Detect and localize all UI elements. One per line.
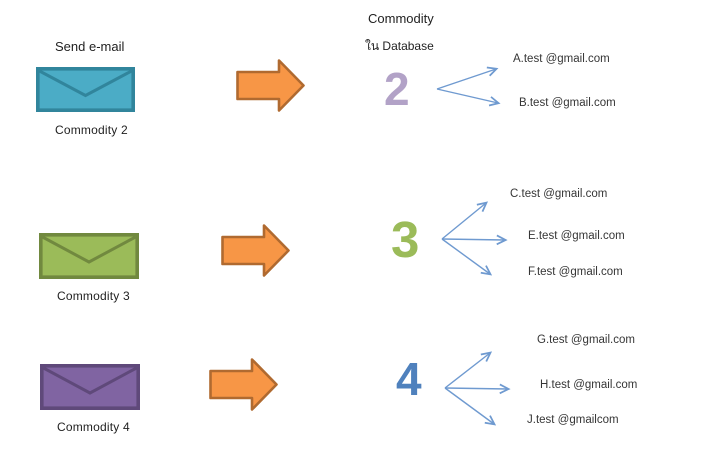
send-email-header: Send e-mail	[55, 39, 125, 54]
envelope-icon-commodity-3	[38, 232, 140, 280]
db-number-3: 3	[391, 211, 420, 268]
connector-line	[441, 238, 490, 274]
envelope-icon-commodity-2	[35, 66, 136, 113]
block-arrow-icon-row2	[221, 224, 290, 277]
connector-line	[444, 353, 490, 389]
db-number-2: 2	[384, 63, 410, 115]
connector-fan-row3	[444, 345, 519, 431]
connector-line	[436, 88, 498, 103]
block-arrow-shape	[221, 224, 290, 277]
email-c: C.test @gmail.com	[510, 188, 608, 200]
email-b: B.test @gmail.com	[519, 97, 616, 109]
email-h: H.test @gmail.com	[540, 379, 638, 391]
email-j: J.test @gmailcom	[527, 414, 619, 426]
envelope-body	[38, 232, 140, 280]
connector-line	[441, 239, 505, 240]
email-f: F.test @gmail.com	[528, 266, 623, 278]
email-e: E.test @gmail.com	[528, 230, 625, 242]
connector-line	[444, 387, 494, 424]
envelope-label-commodity-3: Commodity 3	[57, 289, 130, 303]
email-a: A.test @gmail.com	[513, 53, 610, 65]
db-number-4: 4	[396, 353, 422, 405]
connector-line	[444, 388, 508, 389]
envelope-label-commodity-2: Commodity 2	[55, 123, 128, 137]
connector-line	[436, 69, 496, 90]
envelope-flap	[38, 69, 133, 98]
envelope-icon-commodity-4	[39, 363, 141, 411]
envelope-label-commodity-4: Commodity 4	[57, 420, 130, 434]
email-g: G.test @gmail.com	[537, 334, 635, 346]
envelope-body	[39, 363, 141, 411]
block-arrow-icon-row3	[209, 358, 278, 411]
envelope-flap	[42, 366, 138, 395]
db-header-line1: Commodity	[368, 11, 434, 26]
block-arrow-shape	[209, 358, 278, 411]
connector-line	[441, 203, 486, 240]
envelope-body	[35, 66, 136, 113]
connector-fan-row2	[441, 195, 516, 281]
db-header-line2: ใน Database	[365, 39, 434, 53]
envelope-flap	[41, 235, 137, 264]
block-arrow-icon-row1	[236, 59, 305, 112]
block-arrow-shape	[236, 59, 305, 112]
connector-fan-row1	[436, 58, 510, 113]
